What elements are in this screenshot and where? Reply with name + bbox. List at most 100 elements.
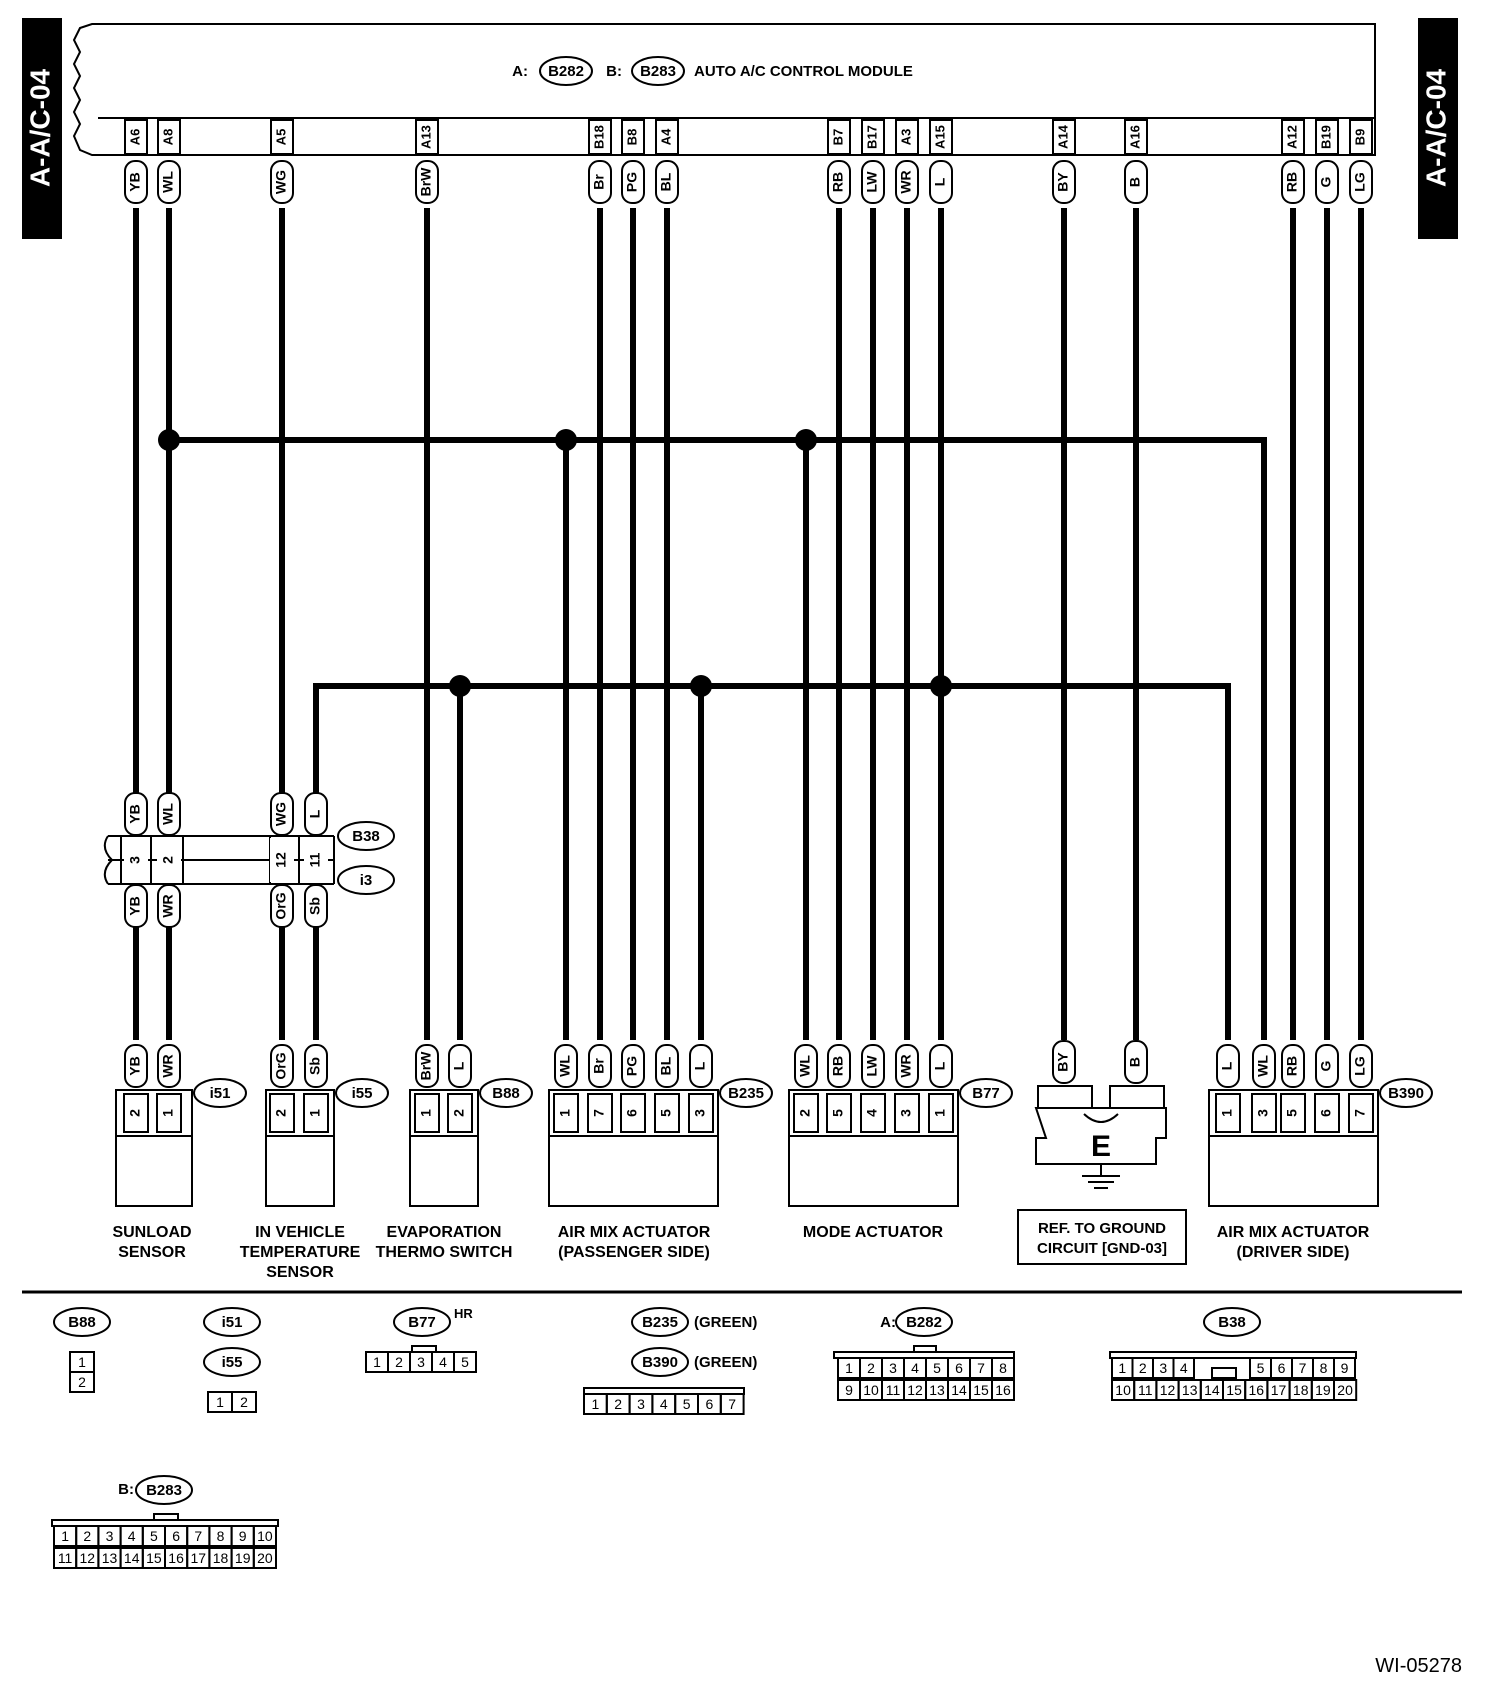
module-wire-color: Br (588, 160, 612, 204)
view-pin: 13 (929, 1382, 945, 1398)
component-wire-color: WL (554, 1044, 578, 1088)
view-pin: 14 (1204, 1382, 1220, 1398)
junction-pin: 3 (127, 856, 143, 864)
junction-lower-color: Sb (304, 884, 328, 928)
view-pin: 16 (1249, 1382, 1265, 1398)
view-B282-label: B282 (906, 1314, 942, 1331)
view-B282-prefix: A: (880, 1314, 896, 1331)
module-pin-number: B19 (1318, 125, 1333, 149)
component-pin: 5 (830, 1109, 846, 1117)
view-pin: 4 (911, 1360, 919, 1376)
component-wire-color-text: WL (1255, 1055, 1271, 1077)
module-wire-color: WL (157, 160, 181, 204)
shared-bus-upper (169, 437, 1267, 1040)
view-pin: 15 (146, 1550, 162, 1566)
view-pin: 2 (1139, 1360, 1147, 1376)
module-pin-number: A3 (898, 129, 913, 146)
junction-lower-color: OrG (270, 884, 294, 928)
module-pin-number: B18 (591, 125, 606, 149)
component-wire-color: L (1216, 1044, 1240, 1088)
view-pin: 4 (660, 1396, 668, 1412)
junction-connector-lower: i3 (360, 872, 373, 889)
module-wire-color-text: LW (864, 171, 880, 193)
component-pin: 2 (127, 1109, 143, 1117)
module-wire-color: BY (1052, 160, 1076, 204)
module-wire-color: L (929, 160, 953, 204)
module-pin-number: A4 (658, 128, 673, 145)
view-pin: 6 (172, 1528, 180, 1544)
view-pin: 6 (1278, 1360, 1286, 1376)
module-pin-number: A12 (1284, 125, 1299, 149)
ground-wire-color-text: BY (1055, 1052, 1071, 1072)
component-pin: 7 (591, 1109, 607, 1117)
view-pin: 5 (683, 1396, 691, 1412)
module-connector-b: B283 (640, 63, 676, 80)
module-wire-color-text: LG (1352, 172, 1368, 192)
view-pin: 3 (889, 1360, 897, 1376)
ground-ref-line-2: CIRCUIT [GND-03] (1037, 1240, 1167, 1257)
view-pin: 2 (83, 1528, 91, 1544)
side-tab-left: A-A/C-04 (22, 18, 62, 239)
view-pin: 15 (1226, 1382, 1242, 1398)
view-pin: 14 (951, 1382, 967, 1398)
module-pin-number: A14 (1055, 124, 1070, 149)
junction-pin: 2 (160, 856, 176, 864)
component-pin: 3 (692, 1109, 708, 1117)
component-pin: 1 (932, 1109, 948, 1117)
module-wire-color: B (1124, 160, 1148, 204)
component-connector-label: B235 (728, 1085, 764, 1102)
component-wire-color: L (929, 1044, 953, 1088)
view-pin: 4 (439, 1354, 447, 1370)
component-connector-label: B88 (492, 1085, 520, 1102)
module-wire-color-text: B (1127, 177, 1143, 187)
module-connector-a: B282 (548, 63, 584, 80)
component-wire-color-text: BL (658, 1056, 674, 1075)
view-B283-prefix: B: (118, 1481, 134, 1498)
ground-wire-labels: BY B (1052, 1040, 1148, 1084)
view-pin: 1 (1118, 1360, 1126, 1376)
module-wire-color-text: PG (624, 172, 640, 192)
component-pin: 1 (160, 1109, 176, 1117)
view-pin: 12 (1160, 1382, 1176, 1398)
view-pin: 2 (867, 1360, 875, 1376)
view-pin: 20 (1337, 1382, 1353, 1398)
component-pin: 1 (307, 1109, 323, 1117)
component-wire-color: Br (588, 1044, 612, 1088)
view-pin: 18 (1293, 1382, 1309, 1398)
module-wire-color-text: L (932, 177, 948, 186)
view-B88-label: B88 (68, 1314, 96, 1331)
component-wire-color-text: LG (1352, 1056, 1368, 1076)
view-pin: 4 (1180, 1360, 1188, 1376)
view-pin: 2 (395, 1354, 403, 1370)
junction-lower-color-text: YB (127, 896, 143, 915)
component-wire-color-text: G (1318, 1060, 1334, 1071)
view-pin: 2 (240, 1394, 248, 1410)
module-wire-color-text: BrW (418, 167, 434, 197)
component-name-line: SENSOR (266, 1264, 334, 1281)
component-pin: 4 (864, 1109, 880, 1117)
component-wire-color-text: WL (557, 1055, 573, 1077)
view-pin: 8 (217, 1528, 225, 1544)
module-wire-color: PG (621, 160, 645, 204)
module-prefix-b: B: (606, 63, 622, 80)
module-wire-color-text: G (1318, 176, 1334, 187)
ground-wire-color-text: B (1127, 1057, 1143, 1067)
ground-wire-color: BY (1052, 1040, 1076, 1084)
component-wire-color: Sb (304, 1044, 328, 1088)
module-wire-color: WR (895, 160, 919, 204)
junction-upper-color-text: WL (160, 803, 176, 825)
view-pin: 7 (1299, 1360, 1307, 1376)
view-pin: 2 (614, 1396, 622, 1412)
view-pin: 10 (1115, 1382, 1131, 1398)
component-wire-color-text: RB (1284, 1056, 1300, 1076)
component-wire-color-text: L (692, 1061, 708, 1070)
component-wire-color: BL (655, 1044, 679, 1088)
